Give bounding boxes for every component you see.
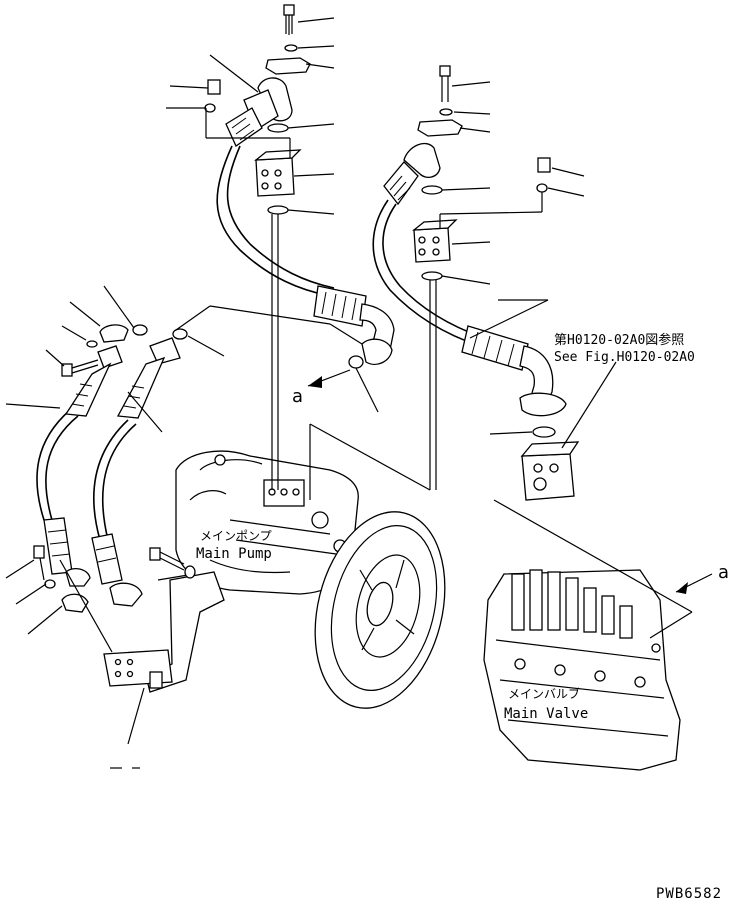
washer bbox=[439, 108, 453, 116]
bolt-head bbox=[439, 65, 451, 77]
flange bbox=[361, 338, 393, 365]
connector-block bbox=[255, 157, 295, 197]
top-left-fitting-assembly bbox=[166, 4, 335, 215]
o-ring bbox=[421, 185, 443, 195]
elbow-fitting bbox=[257, 77, 293, 122]
split-flange-clamp bbox=[417, 119, 463, 137]
arrow-head bbox=[676, 582, 688, 594]
main-valve bbox=[483, 499, 713, 771]
hose-lines bbox=[36, 145, 485, 541]
plug-nut bbox=[537, 157, 551, 173]
elbow-fitting bbox=[403, 143, 441, 179]
hose-sleeve bbox=[64, 362, 112, 417]
o-ring bbox=[421, 271, 443, 281]
main-valve-label-japanese: メインバルブ bbox=[508, 686, 580, 701]
washer bbox=[86, 340, 98, 348]
pipe-bracket bbox=[5, 517, 225, 745]
center-hose-sleeve bbox=[313, 285, 395, 365]
o-ring bbox=[172, 328, 188, 340]
flange bbox=[109, 582, 143, 607]
connector-block bbox=[521, 453, 575, 501]
drawing-code: PWB6582 bbox=[656, 886, 722, 902]
reference-japanese: 第H0120-02A0図参照 bbox=[554, 332, 684, 348]
main-pump-label-english: Main Pump bbox=[196, 546, 272, 562]
washer bbox=[44, 579, 56, 589]
callout-a-right: a bbox=[718, 562, 729, 583]
small-o-ring bbox=[536, 183, 548, 193]
shaft-spline bbox=[366, 581, 394, 627]
hose-sleeve bbox=[91, 533, 123, 585]
flange bbox=[97, 345, 123, 369]
bolt-head bbox=[149, 547, 161, 561]
o-ring bbox=[267, 205, 289, 215]
right-hose-sleeve bbox=[461, 299, 617, 501]
reference-english: See Fig.H0120-02A0 bbox=[554, 350, 695, 365]
bolt-head bbox=[33, 545, 45, 559]
bolt-head bbox=[61, 363, 73, 377]
washer bbox=[184, 565, 196, 579]
hose-sleeve bbox=[43, 517, 73, 575]
hose-sleeve bbox=[225, 107, 263, 147]
o-ring bbox=[532, 426, 556, 438]
split-flange-clamp bbox=[265, 57, 311, 75]
hose-sleeve bbox=[383, 161, 419, 206]
left-fitting-group bbox=[5, 285, 379, 433]
top-right-fitting-assembly bbox=[383, 65, 585, 285]
bolt-head bbox=[283, 4, 295, 16]
washer bbox=[284, 44, 298, 52]
main-pump-label-japanese: メインポンプ bbox=[200, 529, 272, 543]
flange bbox=[149, 337, 181, 365]
main-valve-label-english: Main Valve bbox=[504, 706, 588, 722]
connector-block bbox=[413, 227, 451, 263]
o-ring bbox=[348, 355, 364, 369]
callout-a-left: a bbox=[292, 386, 303, 407]
split-flange-clamp bbox=[99, 324, 129, 343]
o-ring bbox=[267, 123, 289, 133]
main-pump bbox=[175, 214, 446, 709]
plug-nut bbox=[207, 79, 221, 95]
o-ring bbox=[132, 324, 148, 336]
flange bbox=[519, 392, 567, 417]
arrow-head bbox=[308, 376, 322, 388]
